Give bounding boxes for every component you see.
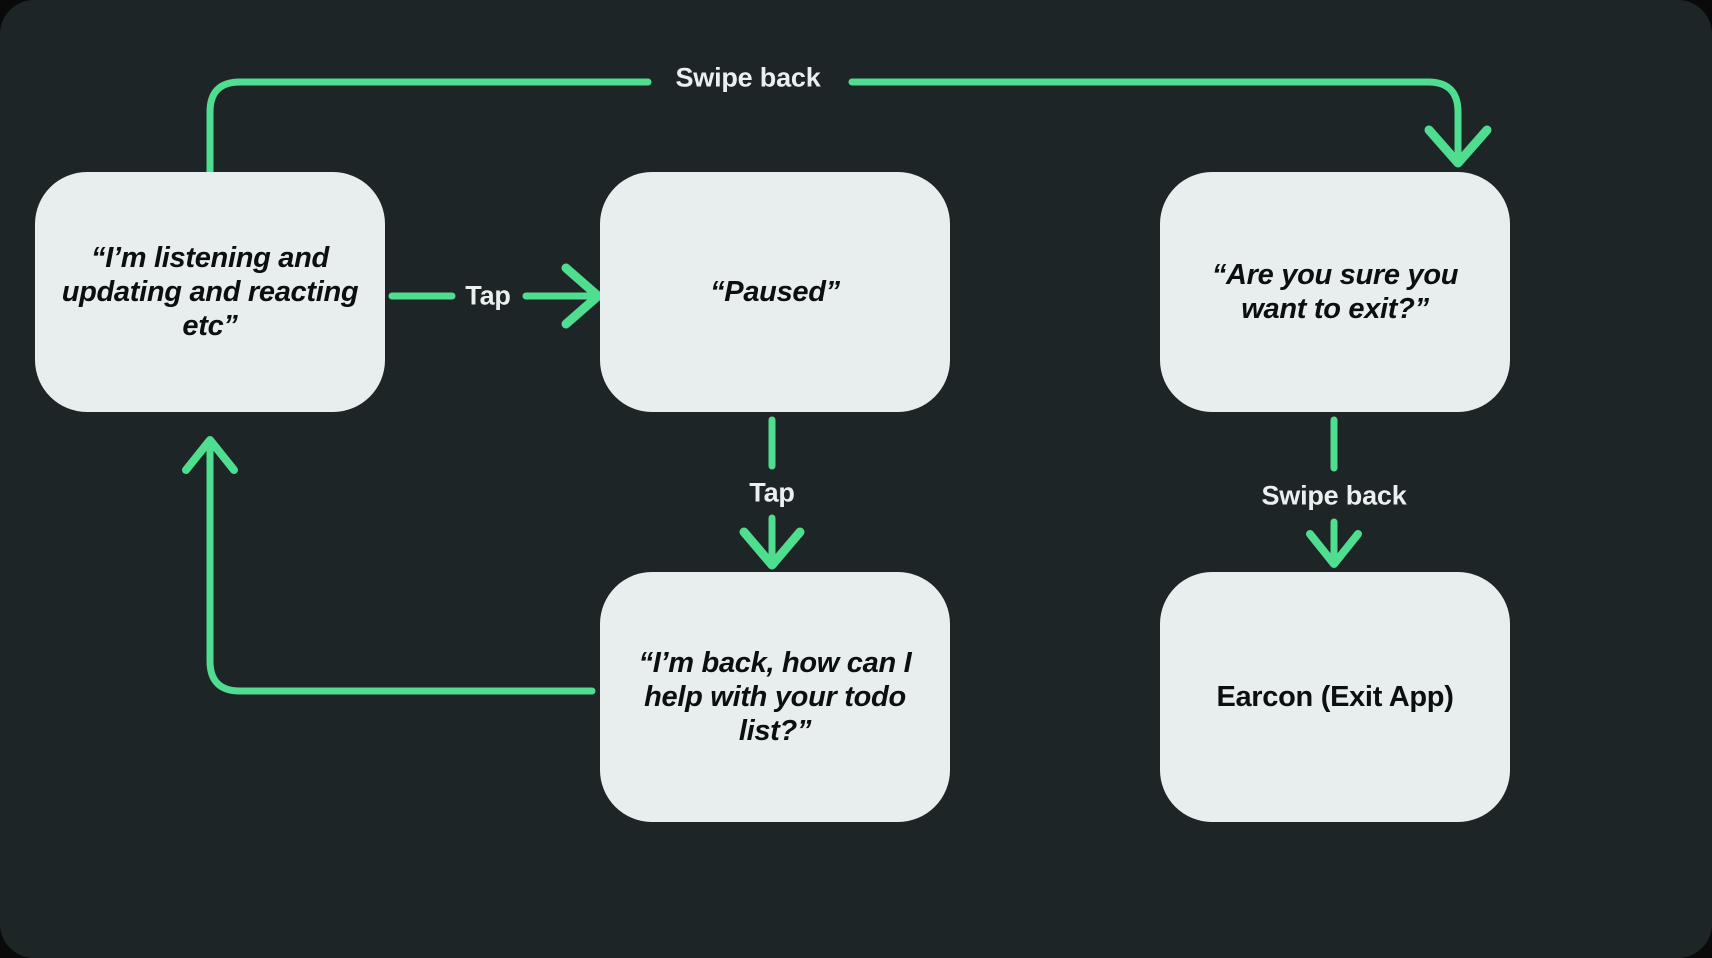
edge-label-swipe-back-exit: Swipe back [1261,480,1407,511]
node-im-back[interactable]: “I’m back, how can I help with your todo… [600,572,950,822]
node-confirm-exit[interactable]: “Are you sure you want to exit?” [1160,172,1510,412]
node-paused-label: “Paused” [710,275,840,308]
node-listening[interactable]: “I’m listening and updating and reacting… [35,172,385,412]
edge-label-tap-listening-paused: Tap [465,280,511,311]
node-paused[interactable]: “Paused” [600,172,950,412]
node-listening-label: “I’m listening and updating and reacting… [61,241,359,343]
edge-label-swipe-back-top: Swipe back [675,62,821,93]
edge-return-to-listening [182,436,596,695]
node-earcon-label: Earcon (Exit App) [1216,680,1454,713]
edge-label-tap-paused-imback: Tap [749,477,795,508]
node-im-back-label: “I’m back, how can I help with your todo… [638,646,912,748]
node-earcon[interactable]: Earcon (Exit App) [1160,572,1510,822]
edge-swipe-back-top [206,78,1492,176]
node-confirm-exit-label: “Are you sure you want to exit?” [1211,258,1459,325]
